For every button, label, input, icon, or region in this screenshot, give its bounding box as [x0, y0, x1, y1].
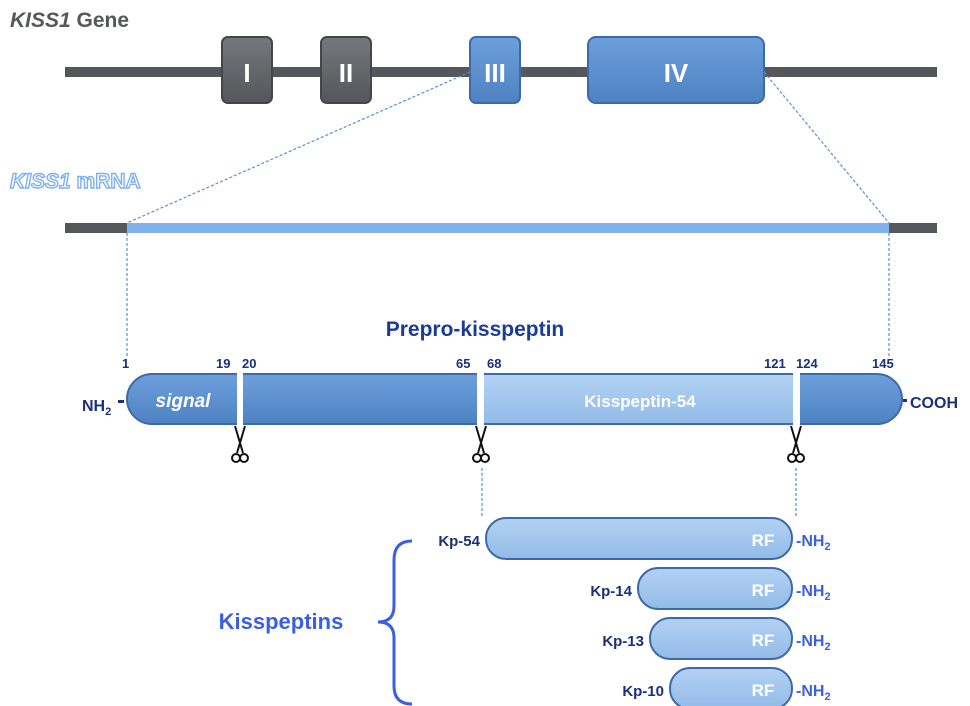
projection-line-left [126, 71, 471, 224]
kp-54-label: Kp-54 [438, 533, 480, 550]
cleavage-gap-121-124 [793, 372, 800, 426]
projection-line-right [763, 71, 890, 224]
exon-3: III [469, 36, 521, 104]
kisspeptins-label: Kisspeptins [219, 609, 344, 634]
cleavage-gap-65-68 [477, 372, 484, 426]
kisspeptins-brace [377, 539, 413, 706]
exon-4-label: IV [664, 58, 689, 88]
signal-label: signal [156, 391, 212, 412]
kp-13-label: Kp-13 [602, 633, 644, 650]
prepro-title: Prepro-kisspeptin [386, 318, 565, 341]
kisspeptin-54-segment [484, 375, 793, 423]
kp-13-amide: -NH2 [796, 633, 831, 653]
scissors-icon [787, 425, 805, 463]
kp-10-label: Kp-10 [622, 683, 664, 700]
kp-14-label: Kp-14 [590, 583, 632, 600]
cleavage-gap-19-20 [237, 372, 243, 426]
gene-title: KISS1 Gene [10, 9, 129, 32]
scissors-icon [231, 425, 249, 463]
n-terminus-label: NH2 [82, 398, 111, 418]
mrna-title: KISS1 mRNA [10, 170, 141, 193]
mrna-coding-region [127, 223, 889, 233]
position-124: 124 [796, 356, 818, 371]
position-145: 145 [872, 356, 894, 371]
rf-label: RF [752, 581, 775, 600]
position-19: 19 [216, 356, 230, 371]
c-terminus-label: COOH [910, 395, 958, 412]
position-121: 121 [764, 356, 786, 371]
rf-label: RF [752, 531, 775, 550]
kp-54-peptide: RF [485, 517, 793, 560]
kp-54-amide: -NH2 [796, 533, 831, 553]
exon-1-label: I [243, 58, 250, 88]
rf-label: RF [752, 681, 775, 700]
position-1: 1 [122, 356, 129, 371]
position-labels: 1 19 20 65 68 121 124 145 [122, 356, 894, 371]
n-terminus-dash [118, 400, 124, 403]
kp-10-peptide: RF [669, 667, 793, 706]
rf-label: RF [752, 631, 775, 650]
scissors-icon [472, 425, 490, 463]
exon-2-label: II [339, 58, 353, 88]
kp-13-peptide: RF [649, 617, 793, 660]
kisspeptin-54-label: Kisspeptin-54 [584, 392, 696, 411]
c-terminus-dash [903, 399, 907, 402]
position-20: 20 [242, 356, 256, 371]
exon-4: IV [587, 36, 765, 104]
position-65: 65 [456, 356, 470, 371]
kp-14-amide: -NH2 [796, 583, 831, 603]
kp-10-amide: -NH2 [796, 683, 831, 703]
exon-3-label: III [484, 58, 506, 88]
exon-1: I [221, 36, 273, 104]
prepro-bar [126, 372, 903, 426]
exon-2: II [320, 36, 372, 104]
position-68: 68 [487, 356, 501, 371]
kp-14-peptide: RF [637, 567, 793, 610]
